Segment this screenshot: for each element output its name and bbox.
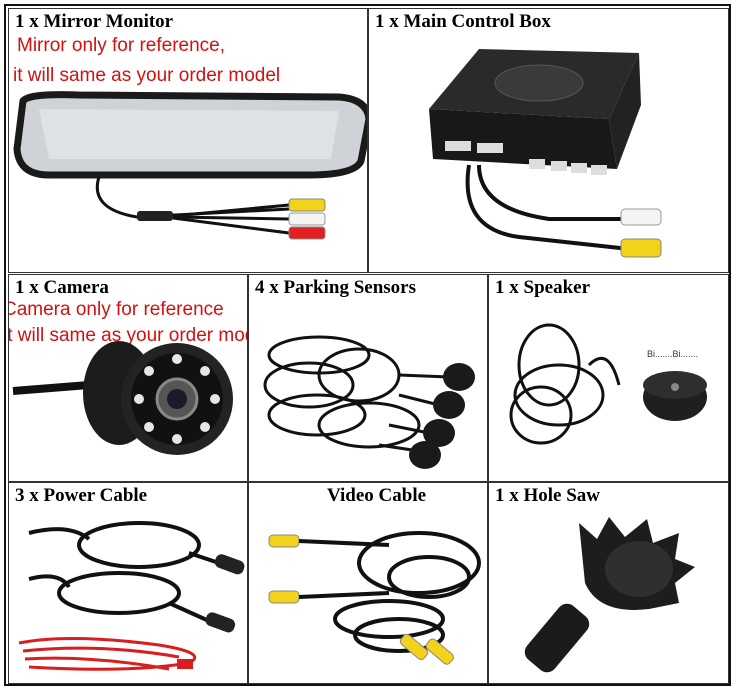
- power-cable-image: [18, 521, 245, 671]
- parking-sensors-image: [263, 335, 475, 469]
- mirror-monitor-image: [13, 91, 367, 240]
- control-box-image: [429, 49, 662, 258]
- panel-title: 1 x Speaker: [495, 277, 590, 298]
- panel-camera: 1 x Camera Camera only for reference it …: [8, 274, 248, 482]
- speaker-sound-label: Bi.......Bi.......: [647, 349, 699, 359]
- video-cable-image: [268, 531, 481, 665]
- panel-speaker: 1 x Speaker Bi.......Bi.......: [488, 274, 729, 482]
- panel-title: 4 x Parking Sensors: [255, 277, 416, 298]
- panel-title: 1 x Hole Saw: [495, 485, 601, 506]
- panel-main-control-box: 1 x Main Control Box: [368, 8, 729, 273]
- panel-title: Video Cable: [327, 485, 427, 506]
- reference-note: Camera only for reference: [8, 299, 224, 320]
- reference-note: it will same as your order model: [9, 325, 247, 346]
- panel-power-cable: 3 x Power Cable: [8, 482, 248, 684]
- reference-note: Mirror only for reference,: [17, 35, 226, 56]
- speaker-image: [509, 323, 707, 445]
- panel-title: 1 x Camera: [15, 277, 109, 298]
- camera-image: [12, 341, 233, 455]
- panel-parking-sensors: 4 x Parking Sensors: [248, 274, 488, 482]
- reference-note: it will same as your order model: [13, 65, 281, 86]
- panel-hole-saw: 1 x Hole Saw: [488, 482, 729, 684]
- panel-video-cable: Video Cable: [248, 482, 488, 684]
- panel-title: 1 x Mirror Monitor: [15, 11, 174, 32]
- product-grid: 1 x Mirror Monitor Mirror only for refer…: [4, 4, 731, 686]
- panel-title: 3 x Power Cable: [15, 485, 148, 506]
- panel-title: 1 x Main Control Box: [375, 11, 551, 32]
- hole-saw-image: [524, 517, 695, 673]
- panel-mirror-monitor: 1 x Mirror Monitor Mirror only for refer…: [8, 8, 368, 273]
